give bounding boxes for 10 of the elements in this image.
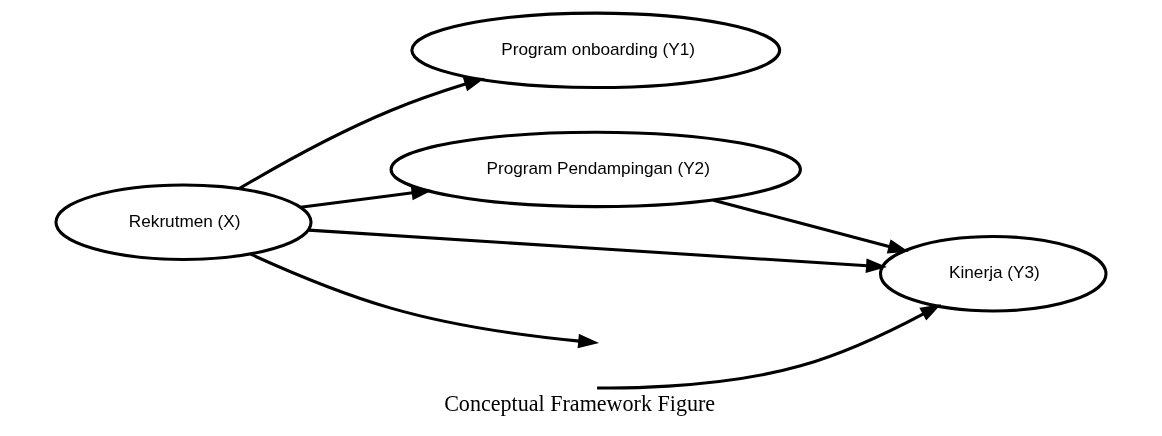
arrow: [250, 252, 600, 349]
arrow: [597, 304, 942, 390]
arrow: [308, 228, 887, 274]
arrow: [300, 185, 433, 209]
arrow: [238, 77, 485, 190]
node-ellipse: Program Pendampingan (Y2): [389, 130, 802, 209]
arrow: [713, 198, 909, 254]
node-ellipse: Rekrutmen (X): [54, 183, 313, 261]
node-ellipse: Kinerja (Y3): [878, 235, 1108, 313]
caption: Conceptual Framework Figure: [444, 391, 716, 417]
